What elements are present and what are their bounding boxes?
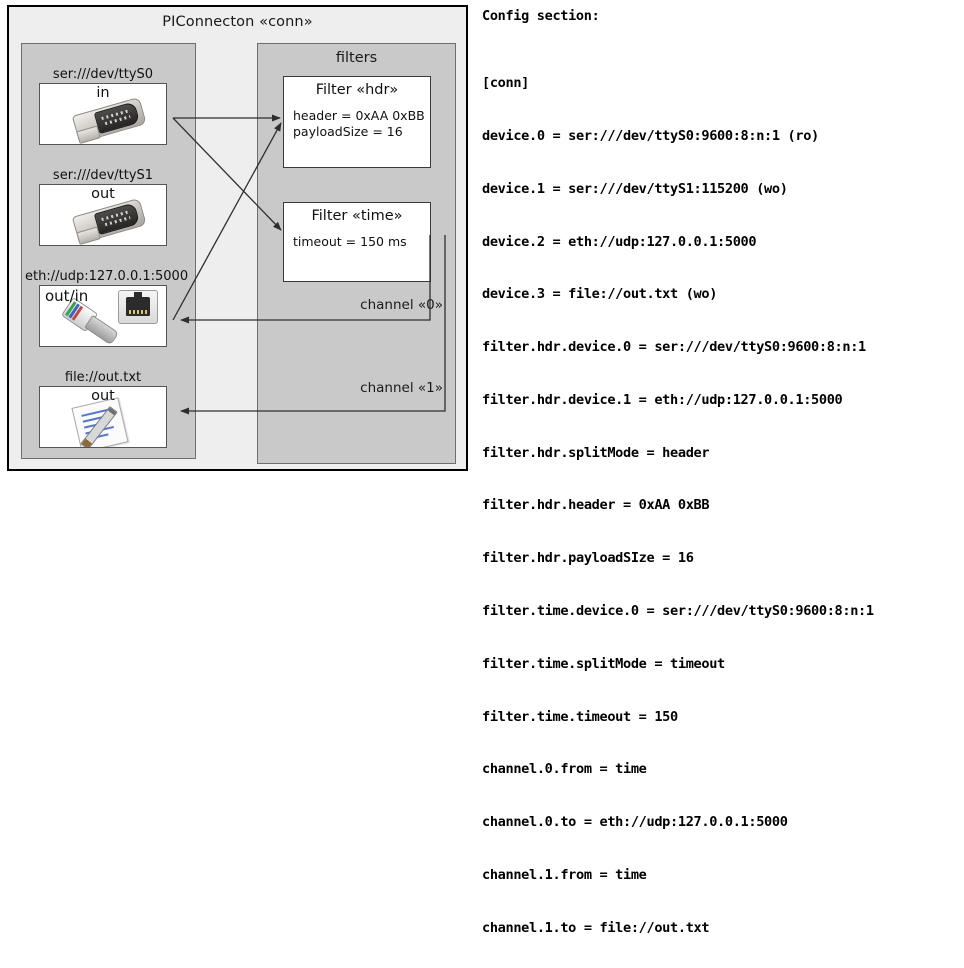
device-label: eth://udp:127.0.0.1:5000: [25, 269, 189, 284]
filter-time-box[interactable]: Filter «time» timeout = 150 ms: [283, 202, 431, 282]
device-label: file://out.txt: [64, 370, 142, 385]
filter-title: Filter «hdr»: [315, 82, 399, 98]
config-line: filter.hdr.device.1 = eth://udp:127.0.0.…: [482, 391, 843, 408]
filter-prop: timeout = 150 ms: [293, 234, 407, 249]
channel-0-label: channel «0»: [360, 297, 443, 313]
config-line: filter.hdr.header = 0xAA 0xBB: [482, 497, 710, 514]
device-box[interactable]: in: [39, 83, 167, 145]
config-line: channel.0.to = eth://udp:127.0.0.1:5000: [482, 814, 788, 831]
diagram-frame: PIConnecton «conn» ser:///dev/ttyS0 in s…: [7, 5, 468, 471]
device-ser-ttys0[interactable]: ser:///dev/ttyS0 in: [39, 66, 167, 145]
filter-properties: timeout = 150 ms: [284, 224, 430, 250]
config-line: channel.1.to = file://out.txt: [482, 919, 710, 936]
filter-title: Filter «time»: [311, 208, 403, 224]
config-line: filter.time.splitMode = timeout: [482, 655, 725, 672]
device-ser-ttys1[interactable]: ser:///dev/ttyS1 out: [39, 167, 167, 246]
device-label: ser:///dev/ttyS0: [52, 67, 154, 82]
config-line: filter.time.device.0 = ser:///dev/ttyS0:…: [482, 603, 874, 619]
filter-prop: header = 0xAA 0xBB: [293, 108, 425, 123]
config-line: channel.0.from = time: [482, 761, 647, 778]
filters-panel-title: filters: [335, 50, 378, 66]
device-file-out[interactable]: file://out.txt out: [39, 369, 167, 448]
device-box[interactable]: out: [39, 386, 167, 448]
config-line: device.0 = ser:///dev/ttyS0:9600:8:n:1 (…: [482, 127, 819, 144]
config-line: filter.hdr.device.0 = ser:///dev/ttyS0:9…: [482, 339, 866, 356]
device-direction: in: [96, 85, 110, 101]
channel-1-label: channel «1»: [360, 380, 443, 396]
filter-hdr-box[interactable]: Filter «hdr» header = 0xAA 0xBB payloadS…: [283, 76, 431, 168]
config-line: filter.hdr.splitMode = header: [482, 444, 710, 461]
devices-panel: ser:///dev/ttyS0 in ser:///dev/ttyS1 out: [21, 43, 196, 459]
device-direction: out: [91, 186, 115, 202]
device-box[interactable]: out: [39, 184, 167, 246]
config-line: device.2 = eth://udp:127.0.0.1:5000: [482, 233, 757, 250]
device-box[interactable]: out/in: [39, 285, 167, 347]
device-direction: out: [91, 388, 115, 404]
config-section: Config section: [conn] device.0 = ser://…: [482, 8, 960, 968]
filter-prop: payloadSize = 16: [293, 124, 403, 139]
device-eth-udp[interactable]: eth://udp:127.0.0.1:5000 out/in: [25, 268, 188, 347]
document-icon: [71, 397, 130, 447]
config-line: device.1 = ser:///dev/ttyS1:115200 (wo): [482, 180, 788, 197]
ethernet-jack-icon: [118, 290, 158, 324]
config-line: filter.hdr.payloadSIze = 16: [482, 550, 694, 567]
config-line: [conn]: [482, 75, 530, 92]
diagram-title: PIConnecton «conn»: [162, 14, 313, 30]
config-lines: [conn] device.0 = ser:///dev/ttyS0:9600:…: [482, 40, 960, 968]
config-line: channel.1.from = time: [482, 866, 647, 883]
config-heading: Config section:: [482, 8, 600, 24]
filter-properties: header = 0xAA 0xBB payloadSize = 16: [284, 98, 430, 140]
filters-panel: filters Filter «hdr» header = 0xAA 0xBB …: [257, 43, 456, 464]
config-line: filter.time.timeout = 150: [482, 708, 678, 725]
device-direction: out/in: [45, 287, 89, 305]
device-label: ser:///dev/ttyS1: [52, 168, 154, 183]
config-line: device.3 = file://out.txt (wo): [482, 286, 718, 303]
